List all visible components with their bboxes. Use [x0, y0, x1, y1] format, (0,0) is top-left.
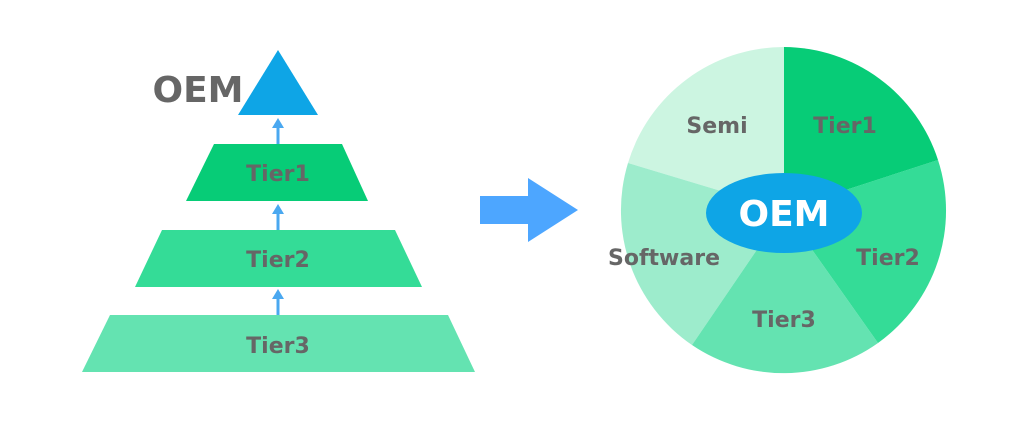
ring-label-semi: Semi	[686, 114, 747, 139]
up-arrow-icon	[272, 204, 284, 230]
right-arrow-icon	[480, 178, 578, 242]
up-arrow-icon	[272, 118, 284, 144]
pyramid-apex-label: OEM	[152, 70, 243, 111]
ring-segment-tier1	[784, 47, 938, 210]
ring-label-tier2: Tier2	[856, 246, 920, 271]
ring-segment-semi	[628, 47, 784, 210]
ring-label-software: Software	[608, 246, 720, 271]
ring-segment-tier3	[692, 210, 878, 374]
ring-label-tier1: Tier1	[813, 114, 877, 139]
pyramid: OEM Tier1 Tier2 Tier3	[82, 50, 475, 372]
ring-center-label: OEM	[738, 194, 829, 235]
pyramid-apex-triangle	[238, 50, 318, 115]
pyramid-tier1-label: Tier1	[246, 162, 310, 187]
pyramid-tier3-label: Tier3	[246, 334, 310, 359]
ring-label-tier3: Tier3	[752, 308, 816, 333]
pyramid-tier3-band	[82, 315, 475, 372]
pyramid-tier2-label: Tier2	[246, 248, 310, 273]
up-arrow-icon	[272, 289, 284, 315]
ring-center-ellipse	[706, 173, 862, 253]
ecosystem-ring: OEM Tier1 Tier2 Tier3 Software Semi	[608, 47, 947, 374]
pyramid-tier2-band	[135, 230, 422, 287]
pyramid-tier1-band	[186, 144, 368, 201]
